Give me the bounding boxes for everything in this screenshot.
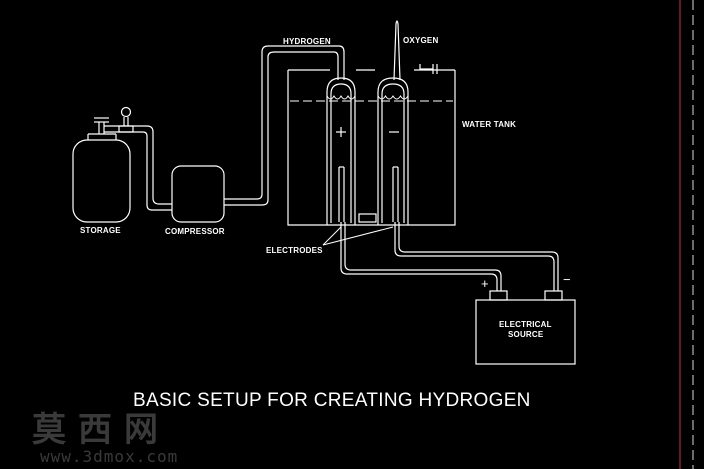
electrodes (338, 166, 400, 232)
wire-positive (340, 232, 498, 291)
label-hydrogen: HYDROGEN (283, 37, 331, 46)
label-electrodes: ELECTRODES (266, 246, 323, 255)
label-water-tank: WATER TANK (462, 120, 517, 129)
pressure-gauge-icon (120, 106, 132, 118)
tube-connector (358, 213, 377, 223)
pipe-storage-to-compressor (130, 125, 172, 205)
battery-plus-label: + (481, 276, 489, 291)
label-electrical-source-line2: SOURCE (508, 330, 544, 339)
label-compressor: COMPRESSOR (165, 227, 225, 236)
label-electrical-source-line1: ELECTRICAL (499, 320, 552, 329)
label-storage: STORAGE (80, 226, 121, 235)
watermark-url: www.3dmox.com (40, 447, 179, 466)
hydrogen-tube (326, 77, 356, 225)
battery-minus-label: − (563, 272, 571, 287)
oxygen-outlet-pipe (393, 20, 401, 81)
electrodes-leader-right (322, 226, 394, 246)
wire-negative (394, 232, 555, 291)
diagram-title: BASIC SETUP FOR CREATING HYDROGEN (133, 390, 531, 411)
label-oxygen: OXYGEN (403, 36, 439, 45)
storage-tank (72, 106, 134, 223)
watermark-chinese: 莫西网 (32, 410, 170, 450)
water-tank (287, 64, 456, 226)
oxygen-tube (377, 77, 409, 225)
compressor-box (171, 165, 225, 223)
electrodes-leader-left (322, 226, 342, 246)
pipe-compressor-to-tank (224, 45, 345, 200)
electrical-source-battery (475, 290, 576, 365)
